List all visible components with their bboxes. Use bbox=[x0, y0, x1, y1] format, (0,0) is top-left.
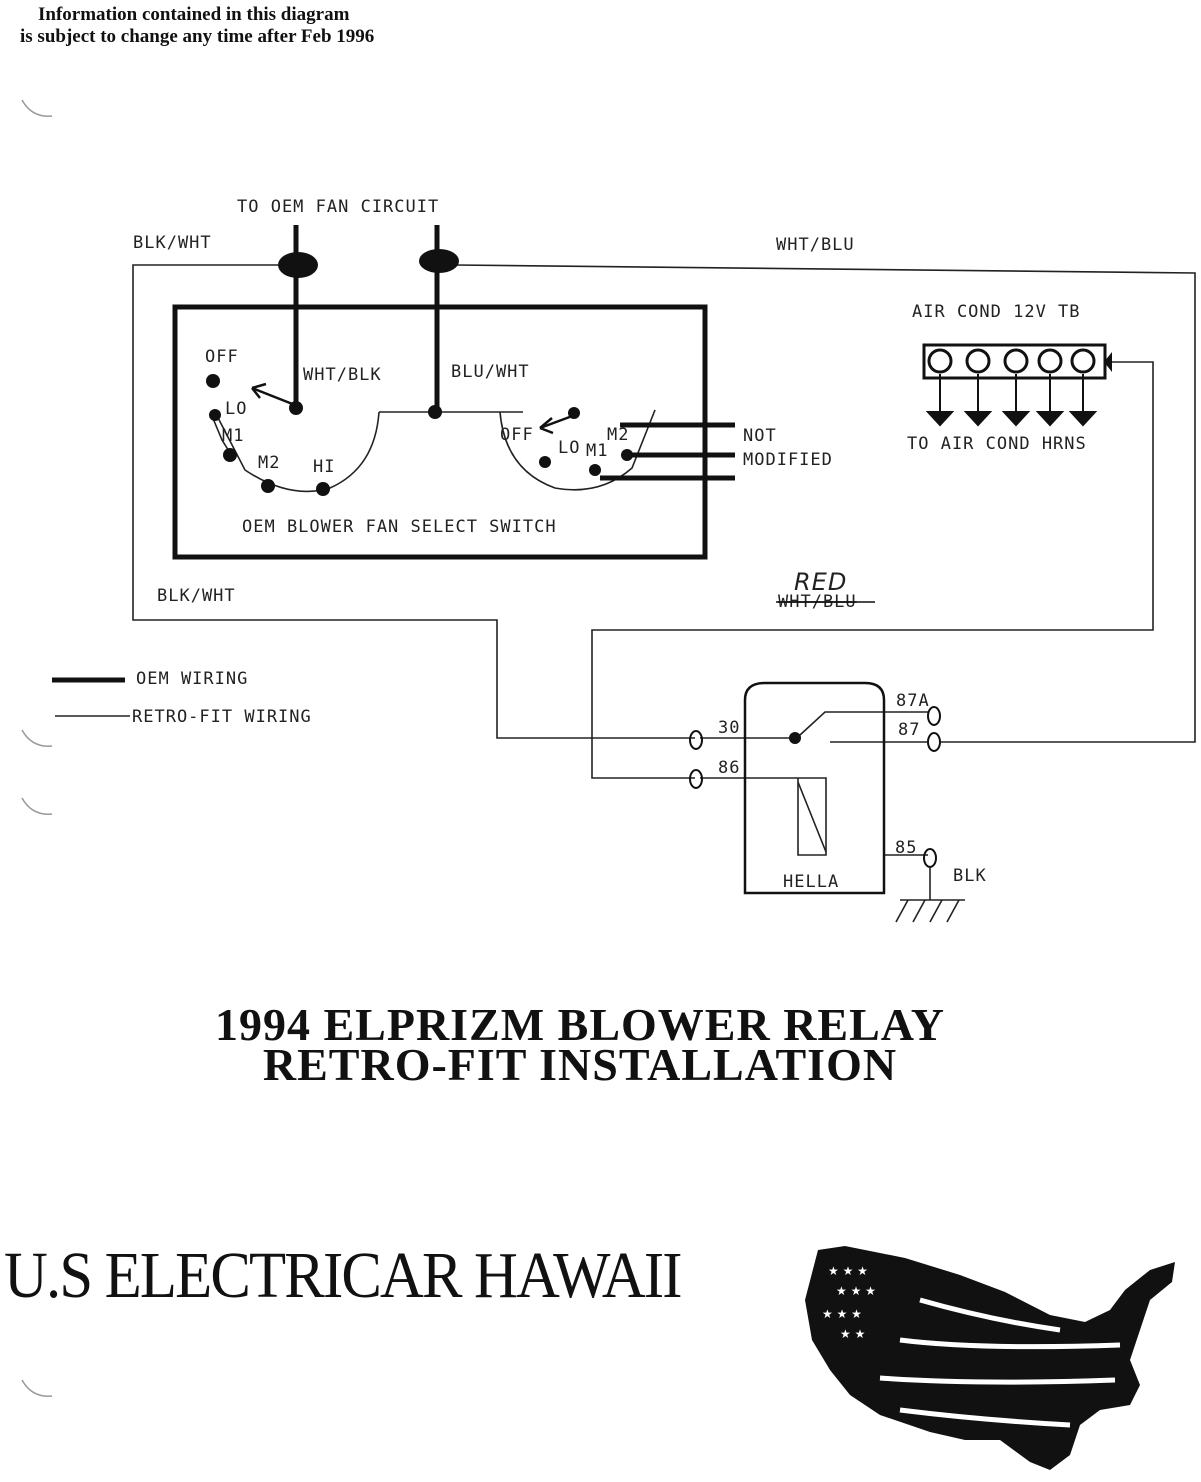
wire-connectors bbox=[278, 249, 459, 278]
svg-text:★ ★: ★ ★ bbox=[840, 1327, 865, 1341]
switch-left-labels: OFF LO M1 M2 HI bbox=[205, 347, 335, 477]
left-m2-label: M2 bbox=[258, 453, 280, 473]
terminal-5 bbox=[1070, 348, 1096, 374]
svg-text:★ ★ ★: ★ ★ ★ bbox=[822, 1307, 862, 1321]
pin-86-label: 86 bbox=[718, 758, 740, 778]
right-m2-label: M2 bbox=[607, 425, 629, 445]
label-to-oem-fan-circuit: TO OEM FAN CIRCUIT bbox=[237, 197, 439, 217]
title-line-1: 1994 ELPRIZM BLOWER RELAY bbox=[214, 999, 946, 1050]
legend-oem-label: OEM WIRING bbox=[136, 669, 248, 689]
terminal-block bbox=[925, 348, 1112, 427]
terminal-2 bbox=[965, 348, 991, 374]
brand-name: U.S ELECTRICAR HAWAII bbox=[4, 1239, 682, 1312]
contact-right-m1 bbox=[589, 464, 601, 476]
relay-pin-30-terminal bbox=[689, 730, 703, 750]
us-flag-map-logo: ★ ★ ★ ★ ★ ★ ★ ★ ★ ★ ★ bbox=[805, 1246, 1175, 1470]
retro-fit-wires bbox=[132, 264, 1196, 923]
label-wht-blu-top: WHT/BLU bbox=[776, 235, 855, 255]
oem-switch-box bbox=[172, 304, 708, 560]
contact-left-lo bbox=[209, 409, 221, 421]
contact-center-common bbox=[428, 405, 442, 419]
svg-text:★ ★ ★: ★ ★ ★ bbox=[836, 1284, 876, 1298]
contact-left-m1 bbox=[223, 448, 237, 462]
left-lo-label: LO bbox=[225, 399, 247, 419]
label-relay-name: HELLA bbox=[783, 872, 839, 892]
right-off-label: OFF bbox=[500, 425, 534, 445]
label-wht-blk: WHT/BLK bbox=[303, 365, 382, 385]
legend-retro-label: RETRO-FIT WIRING bbox=[132, 707, 312, 727]
connector-right bbox=[419, 249, 459, 273]
label-modified: MODIFIED bbox=[743, 450, 833, 470]
terminal-3 bbox=[1003, 348, 1029, 374]
label-blu-wht: BLU/WHT bbox=[451, 362, 530, 382]
contact-left-hi bbox=[316, 482, 330, 496]
header-line-1: Information contained in this diagram bbox=[38, 4, 350, 25]
switch-contacts bbox=[206, 374, 633, 496]
label-to-air-cond-hrns: TO AIR COND HRNS bbox=[907, 434, 1087, 454]
label-not: NOT bbox=[743, 426, 777, 446]
title-line-2: RETRO-FIT INSTALLATION bbox=[262, 1039, 898, 1090]
pin-30-label: 30 bbox=[718, 718, 740, 738]
label-blk-wht-top: BLK/WHT bbox=[133, 233, 212, 253]
hella-relay bbox=[689, 681, 941, 895]
pin-85-label: 85 bbox=[895, 838, 917, 858]
relay-pin-85-terminal bbox=[923, 848, 937, 868]
relay-pin-86-terminal bbox=[689, 769, 703, 789]
label-switch-name: OEM BLOWER FAN SELECT SWITCH bbox=[242, 517, 557, 537]
left-m1-label: M1 bbox=[222, 426, 244, 446]
diagram-labels: TO OEM FAN CIRCUIT BLK/WHT WHT/BLU AIR C… bbox=[132, 197, 1087, 892]
relay-pin-labels: 30 86 87A 87 85 bbox=[718, 691, 930, 858]
switch-wipers bbox=[251, 382, 576, 435]
right-m1-label: M1 bbox=[586, 441, 608, 461]
header-note: Information contained in this diagram is… bbox=[20, 4, 374, 48]
label-air-cond-tb: AIR COND 12V TB bbox=[912, 302, 1081, 322]
contact-left-off bbox=[206, 374, 220, 388]
pin-87a-label: 87A bbox=[896, 691, 930, 711]
header-line-2: is subject to change any time after Feb … bbox=[20, 26, 375, 47]
relay-contact-pivot bbox=[789, 732, 801, 744]
terminal-4 bbox=[1037, 348, 1063, 374]
right-lo-label: LO bbox=[558, 438, 580, 458]
label-blk-wht-bottom: BLK/WHT bbox=[157, 586, 236, 606]
contact-left-m2 bbox=[261, 479, 275, 493]
punch-marks bbox=[21, 99, 53, 1397]
terminal-feed-arrow bbox=[1104, 352, 1112, 372]
contact-right-m2 bbox=[621, 449, 633, 461]
terminal-1 bbox=[927, 348, 953, 374]
svg-text:★ ★ ★: ★ ★ ★ bbox=[828, 1264, 868, 1278]
connector-left bbox=[278, 252, 318, 278]
label-red: RED bbox=[794, 568, 847, 596]
switch-right-labels: OFF LO M1 M2 bbox=[500, 425, 629, 461]
label-blk: BLK bbox=[953, 866, 987, 886]
pin-87-label: 87 bbox=[898, 720, 920, 740]
left-off-label: OFF bbox=[205, 347, 239, 367]
relay-pin-87-terminal bbox=[927, 732, 941, 752]
left-hi-label: HI bbox=[313, 457, 335, 477]
contact-right-lo bbox=[539, 456, 551, 468]
relay-pin-87a-terminal bbox=[927, 706, 941, 726]
